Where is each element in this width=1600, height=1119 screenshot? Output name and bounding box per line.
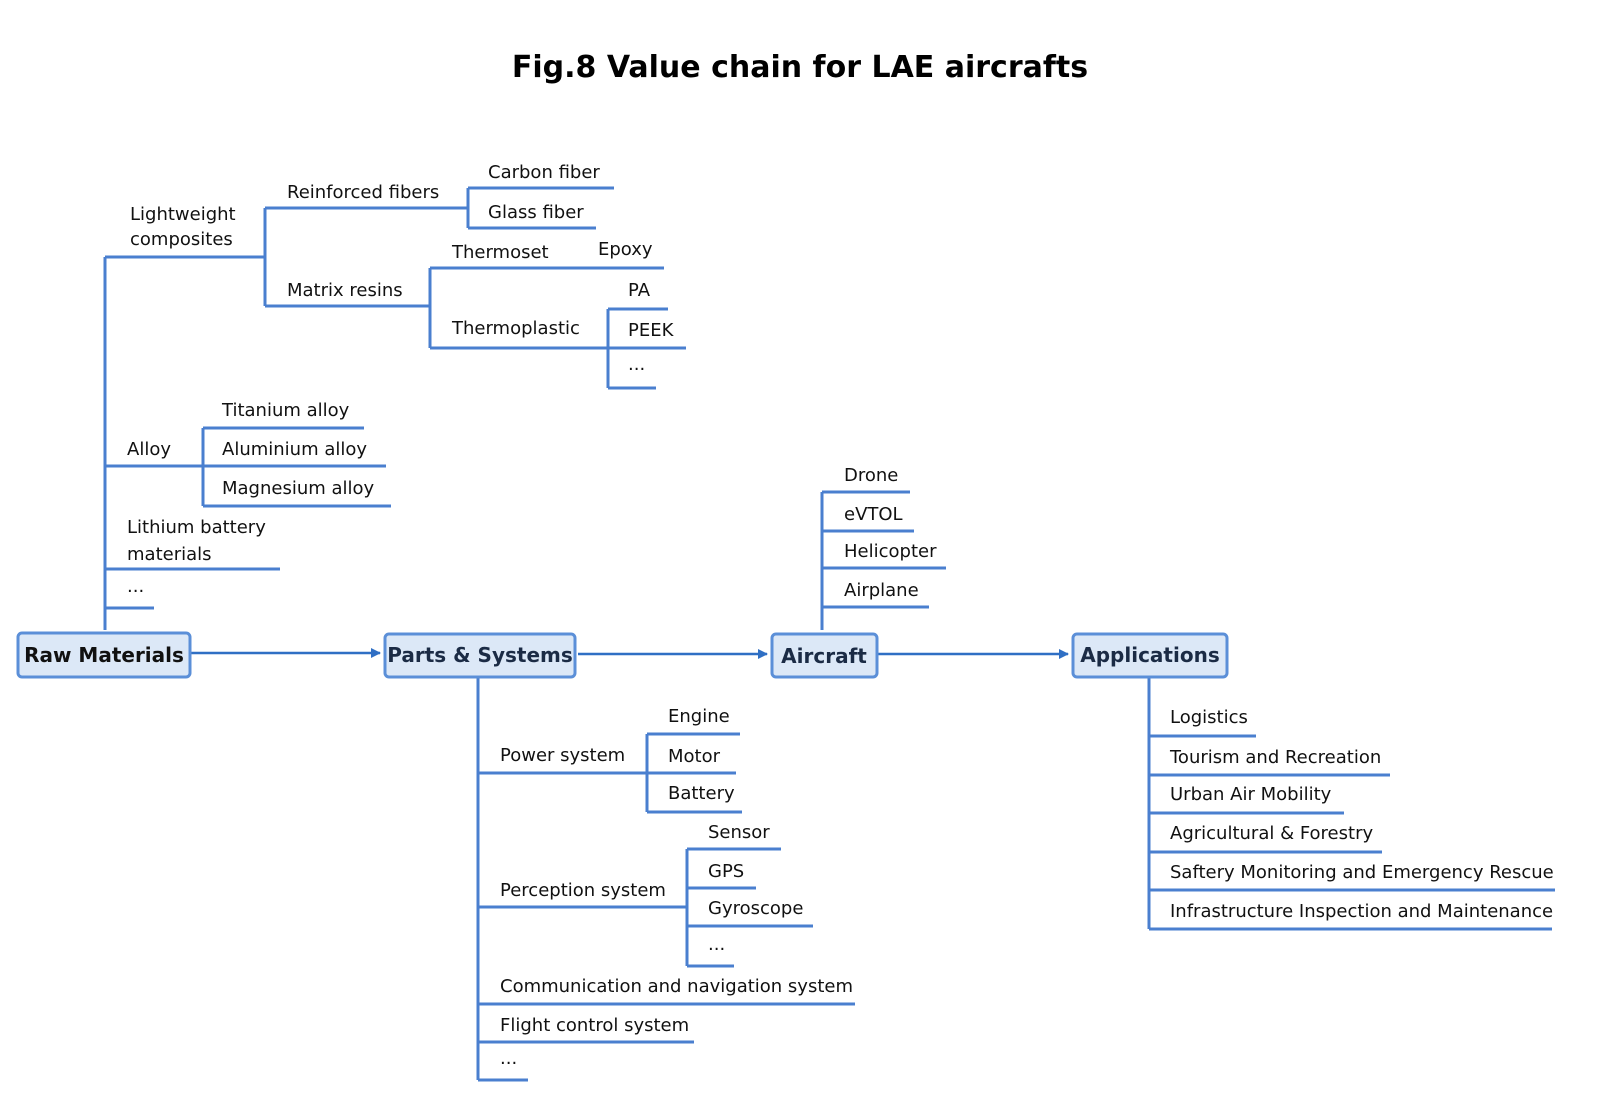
stage-aircraft-label: Aircraft — [781, 644, 867, 668]
stage-applications: Applications — [1071, 632, 1229, 679]
applications-tree: Logistics Tourism and Recreation Urban A… — [1147, 677, 1555, 931]
reinforced-fibers-label: Reinforced fibers — [287, 182, 439, 203]
gps-label: GPS — [708, 861, 744, 882]
stage-raw-materials: Raw Materials — [16, 631, 192, 679]
stage-parts-systems: Parts & Systems — [383, 632, 577, 679]
thermoplastic-more-label: ... — [628, 354, 645, 375]
lithium-battery-label-line2: materials — [127, 544, 212, 565]
aircraft-type-helicopter: Helicopter — [844, 541, 937, 562]
application-item: Tourism and Recreation — [1169, 747, 1381, 768]
carbon-fiber-label: Carbon fiber — [488, 162, 600, 183]
application-item: Infrastructure Inspection and Maintenanc… — [1170, 901, 1553, 922]
motor-label: Motor — [668, 746, 721, 767]
aluminium-alloy-label: Aluminium alloy — [222, 439, 367, 460]
engine-label: Engine — [668, 706, 730, 727]
diagram-title: Fig.8 Value chain for LAE aircrafts — [512, 50, 1088, 85]
application-item: Saftery Monitoring and Emergency Rescue — [1170, 862, 1554, 883]
epoxy-label: Epoxy — [598, 239, 653, 260]
matrix-resins-label: Matrix resins — [287, 280, 403, 301]
thermoset-label: Thermoset — [451, 242, 549, 263]
stage-parts-systems-label: Parts & Systems — [387, 643, 573, 667]
stage-raw-materials-label: Raw Materials — [24, 643, 184, 667]
gyroscope-label: Gyroscope — [708, 898, 803, 919]
perception-more-label: ... — [708, 934, 725, 955]
alloy-label: Alloy — [127, 439, 171, 460]
magnesium-alloy-label: Magnesium alloy — [222, 478, 375, 499]
aircraft-type-airplane: Airplane — [844, 580, 919, 601]
glass-fiber-label: Glass fiber — [488, 202, 584, 223]
power-system-label: Power system — [500, 745, 625, 766]
lightweight-composites-label-line2: composites — [130, 229, 233, 250]
lithium-battery-label: Lithium battery — [127, 517, 266, 538]
raw-materials-tree: Lightweight composites Reinforced fibers… — [103, 162, 686, 630]
aircraft-type-drone: Drone — [844, 465, 898, 486]
lightweight-composites-label: Lightweight — [130, 204, 236, 225]
application-item: Urban Air Mobility — [1170, 784, 1332, 805]
aircraft-type-evtol: eVTOL — [844, 504, 903, 525]
stage-aircraft: Aircraft — [770, 632, 879, 679]
flow-arrows — [191, 648, 1069, 659]
parts-systems-tree: Power system Engine Motor Battery Percep… — [476, 677, 855, 1082]
application-item: Agricultural & Forestry — [1170, 823, 1373, 844]
titanium-alloy-label: Titanium alloy — [221, 400, 350, 421]
flight-control-label: Flight control system — [500, 1015, 689, 1036]
communication-navigation-label: Communication and navigation system — [500, 976, 853, 997]
pa-label: PA — [628, 280, 651, 301]
aircraft-tree: Drone eVTOL Helicopter Airplane — [820, 465, 946, 630]
thermoplastic-label: Thermoplastic — [451, 318, 580, 339]
perception-system-label: Perception system — [500, 880, 666, 901]
sensor-label: Sensor — [708, 822, 770, 843]
stage-applications-label: Applications — [1080, 643, 1219, 667]
battery-label: Battery — [668, 783, 735, 804]
peek-label: PEEK — [628, 320, 675, 341]
raw-materials-more-label: ... — [127, 576, 144, 597]
parts-more-label: ... — [500, 1048, 517, 1069]
application-item: Logistics — [1170, 707, 1248, 728]
